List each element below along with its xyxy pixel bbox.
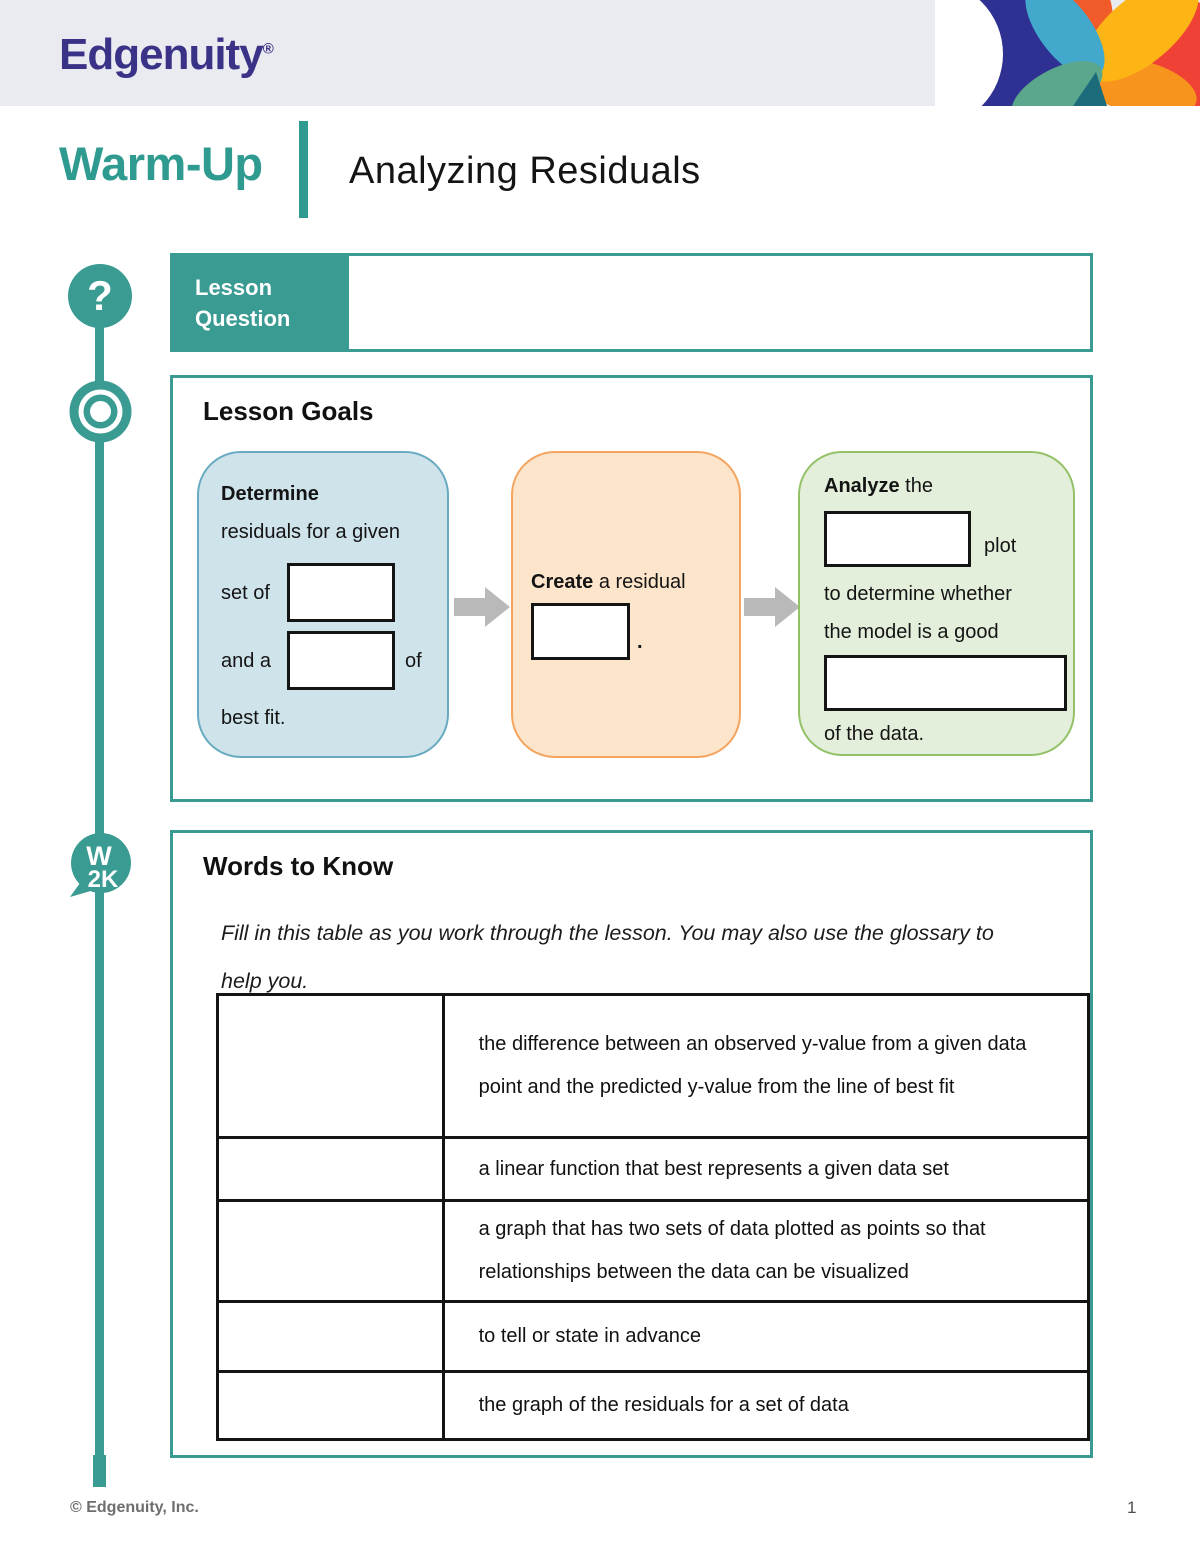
term-cell[interactable] <box>216 1370 445 1441</box>
definition-cell: the difference between an observed y-val… <box>441 993 1091 1139</box>
bullseye-icon <box>69 380 132 443</box>
title-divider <box>299 121 308 218</box>
edgenuity-logo-text: Edgenuity <box>59 30 264 79</box>
words-to-know-instruction: Fill in this table as you work through t… <box>221 909 994 1005</box>
create-bold-word: Create <box>531 571 594 593</box>
words-to-know-table: the difference between an observed y-val… <box>216 993 1091 1441</box>
goal-create-card: Create a residual . <box>511 451 741 758</box>
question-mark-icon: ? <box>68 264 132 328</box>
lesson-question-answer-area[interactable] <box>349 256 1090 349</box>
determine-line1: residuals for a given <box>221 521 400 543</box>
lesson-type-heading: Warm-Up <box>59 137 263 190</box>
determine-row2-suffix: of <box>405 650 422 672</box>
definition-text: the graph of the residuals for a set of … <box>478 1394 849 1416</box>
analyze-line3: the model is a good <box>824 621 999 643</box>
create-text-after: a residual <box>598 571 686 593</box>
lesson-question-label-line1: Lesson <box>195 275 273 300</box>
question-mark-glyph: ? <box>87 272 113 319</box>
create-period: . <box>637 631 643 653</box>
lesson-question-section: Lesson Question <box>170 253 1093 352</box>
definition-text: a linear function that best represents a… <box>478 1157 949 1180</box>
instruction-line1: Fill in this table as you work through t… <box>221 921 994 945</box>
term-cell[interactable] <box>216 993 445 1139</box>
table-row: the difference between an observed y-val… <box>216 993 1091 1139</box>
determine-line4: best fit. <box>221 707 286 729</box>
lesson-title: Analyzing Residuals <box>349 150 701 192</box>
edgenuity-pinwheel-logo <box>935 0 1200 106</box>
lesson-goals-heading: Lesson Goals <box>203 396 374 426</box>
definition-cell: a linear function that best represents a… <box>441 1136 1091 1202</box>
flow-arrow-icon <box>744 587 800 627</box>
definition-cell: a graph that has two sets of data plotte… <box>441 1199 1091 1303</box>
determine-answer-blank-1[interactable] <box>287 563 395 622</box>
lesson-question-label-line2: Question <box>195 306 291 331</box>
lesson-goals-section: Lesson Goals Determine residuals for a g… <box>170 375 1093 802</box>
lesson-question-label: Lesson Question <box>173 256 349 349</box>
words-to-know-heading: Words to Know <box>203 851 394 881</box>
term-cell[interactable] <box>216 1199 445 1303</box>
analyze-text-after: the <box>905 475 933 497</box>
determine-bold-word: Determine <box>221 483 319 505</box>
analyze-bold-word: Analyze <box>824 475 900 497</box>
analyze-line2: to determine whether <box>824 583 1012 605</box>
w2k-glyph-2k: 2K <box>88 866 119 893</box>
table-row: a graph that has two sets of data plotte… <box>216 1199 1091 1303</box>
definition-cell: to tell or state in advance <box>441 1300 1091 1373</box>
term-cell[interactable] <box>216 1136 445 1202</box>
analyze-after-blank1: plot <box>984 535 1017 557</box>
analyze-answer-blank-2[interactable] <box>824 655 1067 711</box>
definition-text: a graph that has two sets of data plotte… <box>478 1218 986 1283</box>
definition-cell: the graph of the residuals for a set of … <box>441 1370 1091 1441</box>
create-answer-blank[interactable] <box>531 603 630 660</box>
determine-row1-prefix: set of <box>221 582 270 604</box>
determine-row2-prefix: and a <box>221 650 272 672</box>
goal-determine-card: Determine residuals for a given set of a… <box>197 451 449 758</box>
table-row: to tell or state in advance <box>216 1300 1091 1373</box>
analyze-line4: of the data. <box>824 723 925 745</box>
words-to-know-section: Words to Know Fill in this table as you … <box>170 830 1093 1458</box>
page-number: 1 <box>1127 1498 1137 1517</box>
term-cell[interactable] <box>216 1300 445 1373</box>
w2k-glyph-w: W <box>86 841 112 871</box>
definition-text: to tell or state in advance <box>478 1325 701 1347</box>
definition-text: the difference between an observed y-val… <box>478 1033 1027 1098</box>
registered-trademark: ® <box>262 40 274 58</box>
edgenuity-logo: Edgenuity® <box>59 30 274 80</box>
copyright-text: © Edgenuity, Inc. <box>70 1499 199 1516</box>
timeline-rail-end <box>93 1455 106 1487</box>
instruction-line2: help you. <box>221 969 309 993</box>
flow-arrow-icon <box>454 587 510 627</box>
words-to-know-icon: W 2K <box>70 833 131 897</box>
table-row: the graph of the residuals for a set of … <box>216 1370 1091 1441</box>
table-row: a linear function that best represents a… <box>216 1136 1091 1202</box>
goal-analyze-card: Analyze the plot to determine whether th… <box>798 451 1075 756</box>
analyze-answer-blank-1[interactable] <box>824 511 971 567</box>
determine-answer-blank-2[interactable] <box>287 631 395 690</box>
